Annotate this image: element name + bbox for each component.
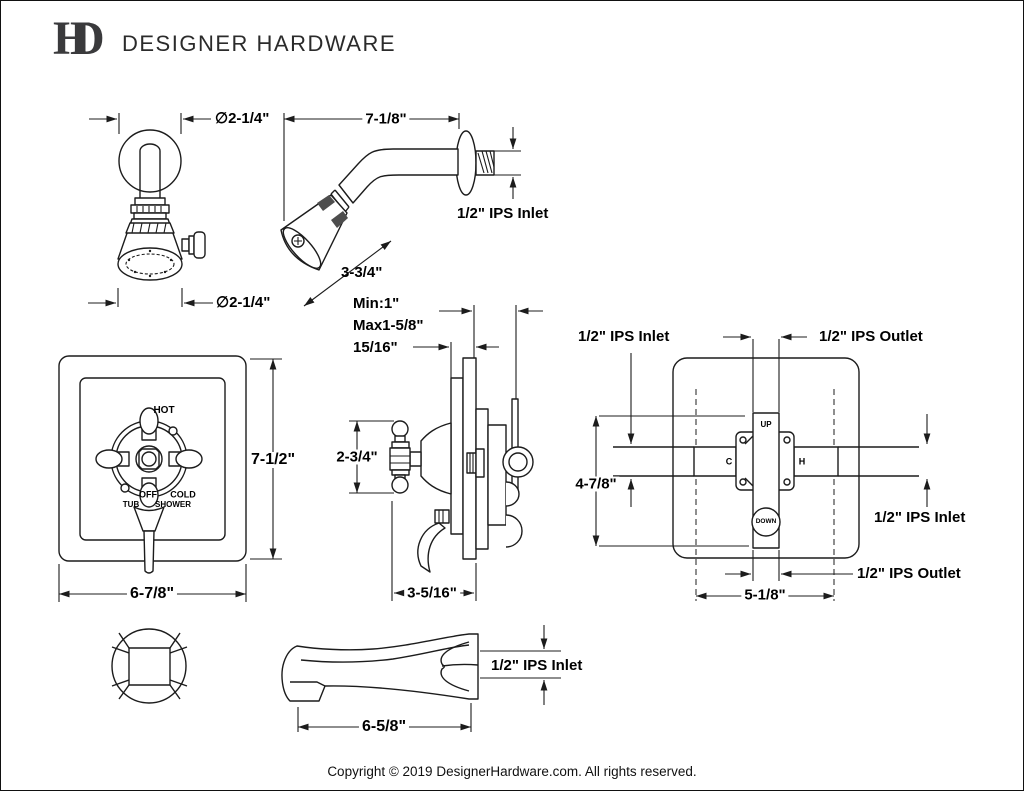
dim-shower-arm-length: 7-1/8" <box>362 111 410 127</box>
label-valve-outlet-bottom: 1/2" IPS Outlet <box>857 565 961 582</box>
label-valve-down: DOWN <box>755 517 777 525</box>
label-shower-arm-inlet: 1/2" IPS Inlet <box>457 205 549 222</box>
dim-trim-plate-width: 6-7/8" <box>126 586 178 602</box>
dim-valve-height: 4-7/8" <box>572 476 620 492</box>
label-tub: TUB <box>122 500 140 509</box>
showerhead-side-view <box>280 113 543 401</box>
label-valve-outlet-top: 1/2" IPS Outlet <box>819 328 923 345</box>
dim-handle-height: 2-3/4" <box>333 449 381 465</box>
label-hot-port: H <box>798 456 806 467</box>
showerhead-front-view <box>88 113 213 307</box>
logo-letter-h: H <box>53 12 91 65</box>
dim-wall-thickness-min: Min:1" <box>353 295 400 312</box>
tub-spout-front-view <box>111 628 188 704</box>
label-valve-inlet-top: 1/2" IPS Inlet <box>578 328 670 345</box>
tub-spout-side-view <box>281 625 561 732</box>
label-off: OFF <box>139 489 157 500</box>
label-cold-port: C <box>725 456 733 467</box>
dim-showerhead-length: 3-3/4" <box>341 264 383 281</box>
label-spout-inlet: 1/2" IPS Inlet <box>491 657 583 674</box>
dim-plate-depth: 15/16" <box>353 339 398 356</box>
copyright-notice: Copyright © 2019 DesignerHardware.com. A… <box>327 764 697 779</box>
dim-valve-depth: 3-5/16" <box>404 585 460 601</box>
label-hot: HOT <box>153 405 175 416</box>
dim-trim-plate-height: 7-1/2" <box>247 452 299 468</box>
valve-back-view <box>592 333 931 601</box>
label-valve-up: UP <box>760 420 772 429</box>
dim-showerhead-top-diameter: ∅2-1/4" <box>215 110 270 127</box>
dim-spout-length: 6-5/8" <box>358 719 410 735</box>
dim-wall-thickness-max: Max1-5/8" <box>353 317 424 334</box>
trim-plate-front-view <box>58 355 282 602</box>
valve-side-view <box>349 357 534 601</box>
dim-valve-width: 5-1/8" <box>741 587 789 603</box>
label-valve-inlet-right: 1/2" IPS Inlet <box>874 509 966 526</box>
dim-showerhead-bottom-diameter: ∅2-1/4" <box>216 294 271 311</box>
brand-logo: H D <box>53 13 115 67</box>
logo-letter-d: D <box>70 12 105 65</box>
label-cold: COLD <box>170 489 196 500</box>
brand-name: DESIGNER HARDWARE <box>122 31 397 56</box>
label-shower: SHOWER <box>155 500 191 509</box>
